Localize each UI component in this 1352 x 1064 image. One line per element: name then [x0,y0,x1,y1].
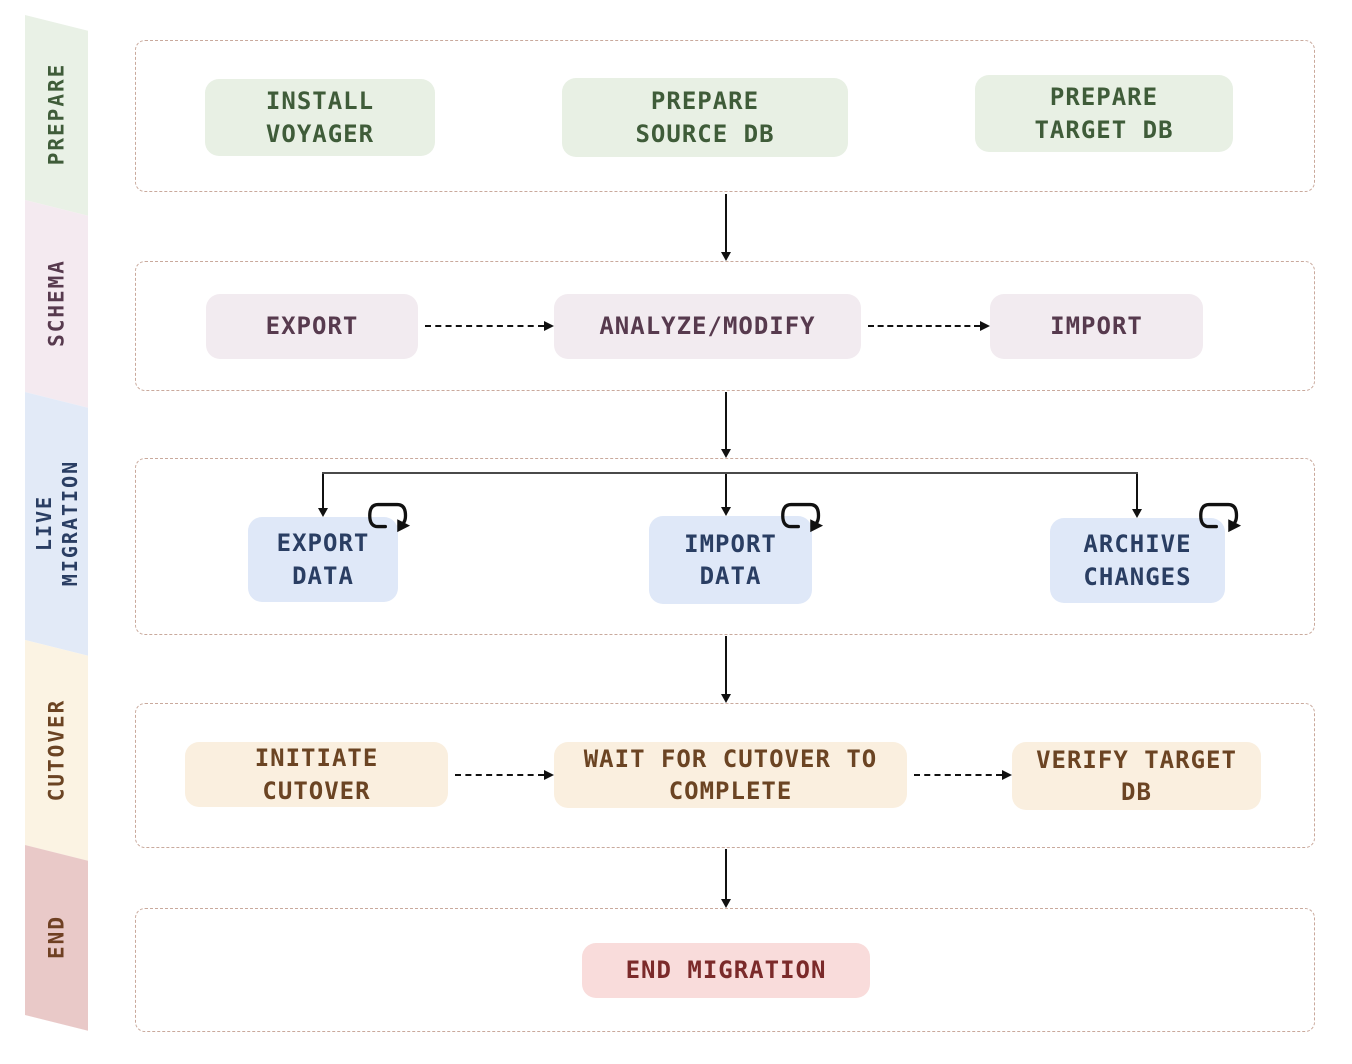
node-label-line: PREPARE [1049,83,1159,112]
phase-label-live-line2: MIGRATION [58,459,82,587]
node-label-line: SOURCE DB [635,119,775,148]
phase-label-cutover: CUTOVER [44,698,69,802]
node-prepare-target-db: PREPARE TARGET DB [975,75,1233,152]
phase-label-live-migration: LIVE MIGRATION [31,460,83,586]
node-end-migration: END MIGRATION [582,943,870,998]
dashed-arrow-export-to-analyze [425,320,554,331]
dashed-arrow-initiate-to-wait [455,769,554,780]
node-label-line: PREPARE [650,87,760,116]
self-loop-icon [781,502,824,533]
node-export-data: EXPORT DATA [248,517,398,602]
phase-label-schema: SCHEMA [44,259,69,347]
node-label-line: CUTOVER [262,776,371,805]
self-loop-icon [368,502,411,533]
branch-arrow-archive-changes [1132,474,1142,518]
node-import-schema: IMPORT [990,294,1203,359]
node-label-line: INITIATE [254,744,379,773]
phase-label-end: END [44,915,69,959]
node-wait-for-cutover: WAIT FOR CUTOVER TO COMPLETE [554,742,907,808]
phase-label-prepare: PREPARE [44,62,69,166]
arrow-schema-to-live-migration [721,392,731,458]
phase-label-live-line1: LIVE [32,494,56,552]
node-verify-target-db: VERIFY TARGET DB [1012,742,1261,810]
arrow-prepare-to-schema [721,194,731,261]
dashed-arrow-analyze-to-import [868,320,990,331]
node-install-voyager: INSTALL VOYAGER [205,79,435,156]
node-analyze-modify: ANALYZE/MODIFY [554,294,861,359]
node-initiate-cutover: INITIATE CUTOVER [185,742,448,807]
branch-arrow-export-data [318,474,328,517]
arrow-live-migration-to-cutover [721,636,731,703]
branch-line [322,472,1138,474]
arrow-cutover-to-end [721,849,731,908]
node-archive-changes: ARCHIVE CHANGES [1050,518,1225,603]
node-label-line: COMPLETE [668,777,793,805]
node-label-line: DATA [699,562,762,590]
node-label-line: IMPORT [1050,312,1143,341]
self-loop-icon [1199,502,1242,533]
node-label-line: ANALYZE/MODIFY [599,312,816,341]
node-export-schema: EXPORT [206,294,418,359]
node-label-line: TARGET DB [1034,115,1174,144]
node-import-data: IMPORT DATA [649,516,812,604]
node-label-line: WAIT FOR CUTOVER TO [583,744,878,773]
node-prepare-source-db: PREPARE SOURCE DB [562,78,848,157]
node-label-line: INSTALL [265,87,375,116]
node-label-line: DB [1121,778,1152,806]
branch-arrow-import-data [721,474,731,516]
node-label-line: EXPORT [276,529,370,558]
node-label-line: DATA [292,561,354,590]
node-label-line: END MIGRATION [625,956,827,985]
node-label-line: VERIFY TARGET [1036,745,1237,774]
dashed-arrow-wait-to-verify [914,769,1012,780]
node-label-line: CHANGES [1083,562,1192,591]
node-label-line: VOYAGER [265,119,375,148]
node-label-line: IMPORT [684,529,777,558]
node-label-line: EXPORT [265,312,359,341]
node-label-line: ARCHIVE [1083,530,1192,559]
